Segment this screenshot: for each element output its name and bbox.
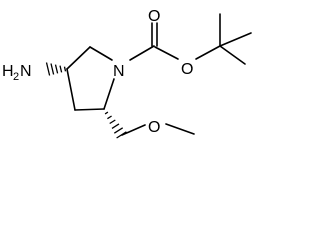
bond-c3-c4b [66,68,76,111]
bond-o-tert-carbon [195,45,221,60]
amine-h-label: H [2,63,14,80]
bond-carbonyl-o-ester [154,46,179,60]
bond-tert-methyl-right [219,32,252,47]
methoxymethyl-chain [121,123,195,136]
ring-n-label: N [113,63,125,80]
bond-ch2-o [121,124,146,136]
bond-c2-c3 [74,108,105,111]
pyrrolidine-ring [66,46,115,111]
ether-o-label: O [148,119,160,136]
carbonyl-o-label: O [148,8,160,25]
hashed-wedge-amine [45,62,67,76]
bond-o-ch3 [165,123,195,135]
chemical-structure-diagram: H 2 N N O O O [2,8,252,139]
bond-tert-methyl-down [219,45,246,65]
bond-c4-c5 [89,46,113,61]
amine-h-subscript: 2 [13,71,19,83]
amine-n-label: N [20,63,32,80]
bond-n-carbonyl [129,45,155,61]
ester-o-label: O [181,61,193,78]
bond-c3-c4 [66,46,91,70]
bond-n1-c2 [103,78,115,110]
boc-group [129,13,252,65]
